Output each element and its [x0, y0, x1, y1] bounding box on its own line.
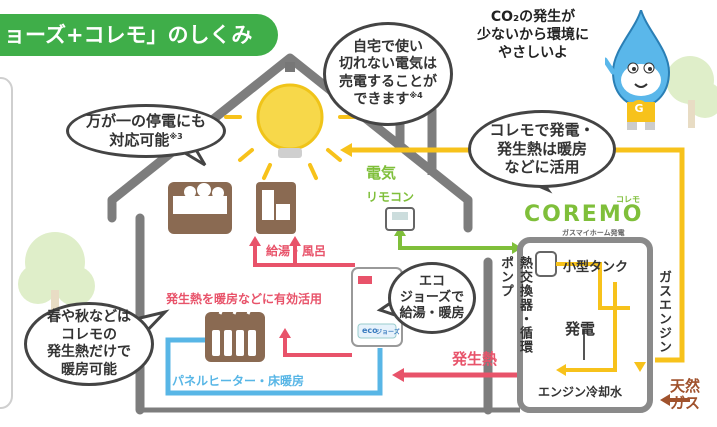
- outage-bubble-text: 万が一の停電にも 対応可能: [85, 112, 206, 149]
- mascot-icon: [605, 10, 671, 130]
- remote-line: [398, 230, 515, 250]
- corem-heat-bubble-text: コレモで発電・ 発生熱は暖房 などに活用: [489, 120, 595, 177]
- corem-heat-bubble: コレモで発電・ 発生熱は暖房 などに活用: [468, 110, 616, 188]
- generated-heat-label: 発生熱: [452, 350, 498, 368]
- engine-coolant-label: エンジン冷却水: [538, 385, 623, 399]
- eco-bubble: エコ ジョーズで 給湯・暖房: [388, 262, 476, 334]
- hot-water-line: [253, 240, 355, 267]
- corem-box: [517, 237, 653, 413]
- seasons-bubble-text: 春や秋などは コレモの 発生熱だけで 暖房可能: [47, 309, 131, 378]
- sell-bubble-text: 自宅で使い 切れない電気は 売電することが できます: [339, 38, 437, 108]
- small-tank-label: 小型タンク: [563, 260, 629, 275]
- brand-kana: コレモ: [616, 195, 640, 204]
- mascot-badge: G: [630, 100, 648, 118]
- small-tank-icon: [535, 251, 557, 277]
- seasons-bubble: 春や秋などは コレモの 発生熱だけで 暖房可能: [24, 302, 154, 386]
- sell-bubble: 自宅で使い 切れない電気は 売電することが できます※4: [323, 22, 453, 126]
- left-panel-border: [0, 77, 13, 409]
- panel-heater-label: パネルヒーター・床暖房: [172, 374, 305, 388]
- shower-icon: [256, 182, 296, 234]
- house-outline: [107, 53, 493, 415]
- power-gen-label: 発電: [565, 320, 596, 338]
- hot-water-label: 給湯・風呂: [266, 244, 327, 258]
- tree-right: [666, 56, 717, 128]
- page-title-banner: ョーズ+コレモ」のしくみ: [0, 14, 278, 56]
- eco-unit-label: eco: [362, 326, 378, 335]
- outage-bubble: 万が一の停電にも 対応可能※3: [66, 104, 226, 158]
- panel-heater-line: [165, 337, 383, 396]
- outage-note: ※3: [169, 132, 183, 141]
- bath-icon: [168, 182, 232, 234]
- eco-unit-kana: ジョーズ: [376, 329, 400, 336]
- eco-bubble-text: エコ ジョーズで 給湯・暖房: [399, 273, 465, 322]
- mascot-speech: CO₂の発生が 少ないから環境に やさしいよ: [477, 9, 589, 62]
- natural-gas-label: 天然 ガス: [670, 377, 701, 413]
- light-bulb-icon: [224, 62, 356, 180]
- brand-logo: COREMO: [524, 202, 644, 227]
- remote-label: リモコン: [366, 190, 415, 204]
- electricity-label: 電気: [366, 164, 397, 182]
- heat-use-line: [283, 338, 352, 357]
- heat-exchanger-label: 熱交換器・循環ポンプ: [498, 256, 532, 354]
- heat-use-label: 発生熱を暖房などに有効活用: [166, 292, 323, 306]
- gas-engine-label: ガスエンジン: [656, 270, 671, 354]
- brand-subtitle: ガスマイホーム発電: [562, 229, 625, 237]
- panel-heater-icon: [205, 297, 265, 362]
- coolant-loop: [560, 282, 617, 372]
- sell-note: ※4: [409, 91, 423, 101]
